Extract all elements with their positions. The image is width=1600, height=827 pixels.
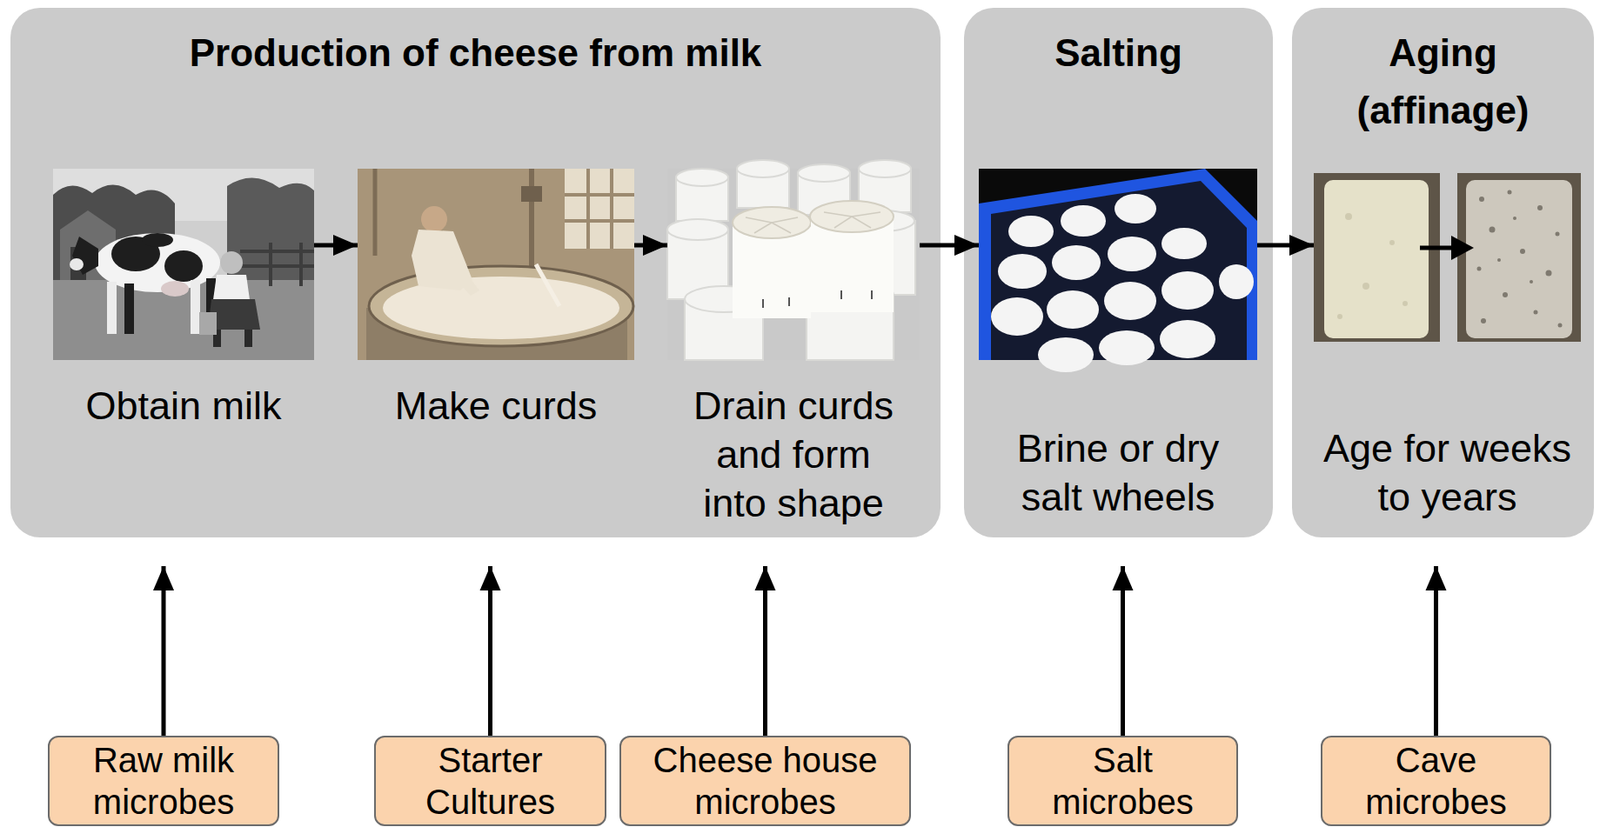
aged-cheese-photo <box>1457 173 1581 342</box>
flow-arrow <box>1257 243 1314 248</box>
flow-arrow <box>919 243 979 248</box>
microbe-label: Cave microbes <box>1322 739 1550 824</box>
process-step: Obtain milk <box>53 168 315 567</box>
microbe-label: Cheese house microbes <box>621 739 910 824</box>
step-caption: Brine or dry salt wheels <box>996 424 1240 523</box>
microbe-label: Salt microbes <box>1009 739 1237 824</box>
process-step: Brine or dry salt wheels <box>978 168 1258 567</box>
step-caption: Obtain milk <box>57 381 310 431</box>
flow-arrow <box>161 566 167 737</box>
stage-heading: Salting <box>964 24 1273 82</box>
microbe-source-box: Raw milk microbes <box>47 736 280 827</box>
microbe-source-box: Cheese house microbes <box>619 736 911 827</box>
microbe-source-box: Cave microbes <box>1320 736 1552 827</box>
brine-crate-photo <box>978 168 1258 373</box>
aging-arrow <box>1419 235 1474 261</box>
microbe-label: Starter Cultures <box>375 739 605 824</box>
step-caption: Drain curds and form into shape <box>682 381 905 529</box>
flow-arrow <box>763 566 768 737</box>
step-caption: Make curds <box>365 381 627 431</box>
curd-vat-photo <box>357 168 635 361</box>
flow-arrow <box>1433 566 1439 737</box>
process-step: Age for weeks to years <box>1313 168 1581 567</box>
flow-arrow <box>488 566 493 737</box>
stage-panel: Production of cheese from milkObtain mil… <box>10 7 941 538</box>
process-step: Drain curds and form into shape <box>667 168 920 567</box>
young-cheese-photo <box>1313 173 1440 342</box>
flow-arrow <box>1120 566 1125 737</box>
microbe-label: Raw milk microbes <box>49 739 278 824</box>
microbe-source-box: Salt microbes <box>1007 736 1239 827</box>
microbe-source-box: Starter Cultures <box>374 736 607 827</box>
stage-heading: Production of cheese from milk <box>10 24 941 82</box>
stage-heading: Aging (affinage) <box>1292 24 1594 140</box>
step-caption: Age for weeks to years <box>1317 424 1579 523</box>
flow-arrow <box>634 243 668 248</box>
flow-arrow <box>314 243 358 248</box>
stage-panel: Aging (affinage) Age for weeks to years <box>1292 7 1594 538</box>
process-step: Make curds <box>357 168 635 567</box>
cheese-molds-photo <box>667 160 920 361</box>
stage-panel: SaltingBrine or dry salt wheels <box>964 7 1273 538</box>
cow-milking-photo <box>53 168 315 361</box>
